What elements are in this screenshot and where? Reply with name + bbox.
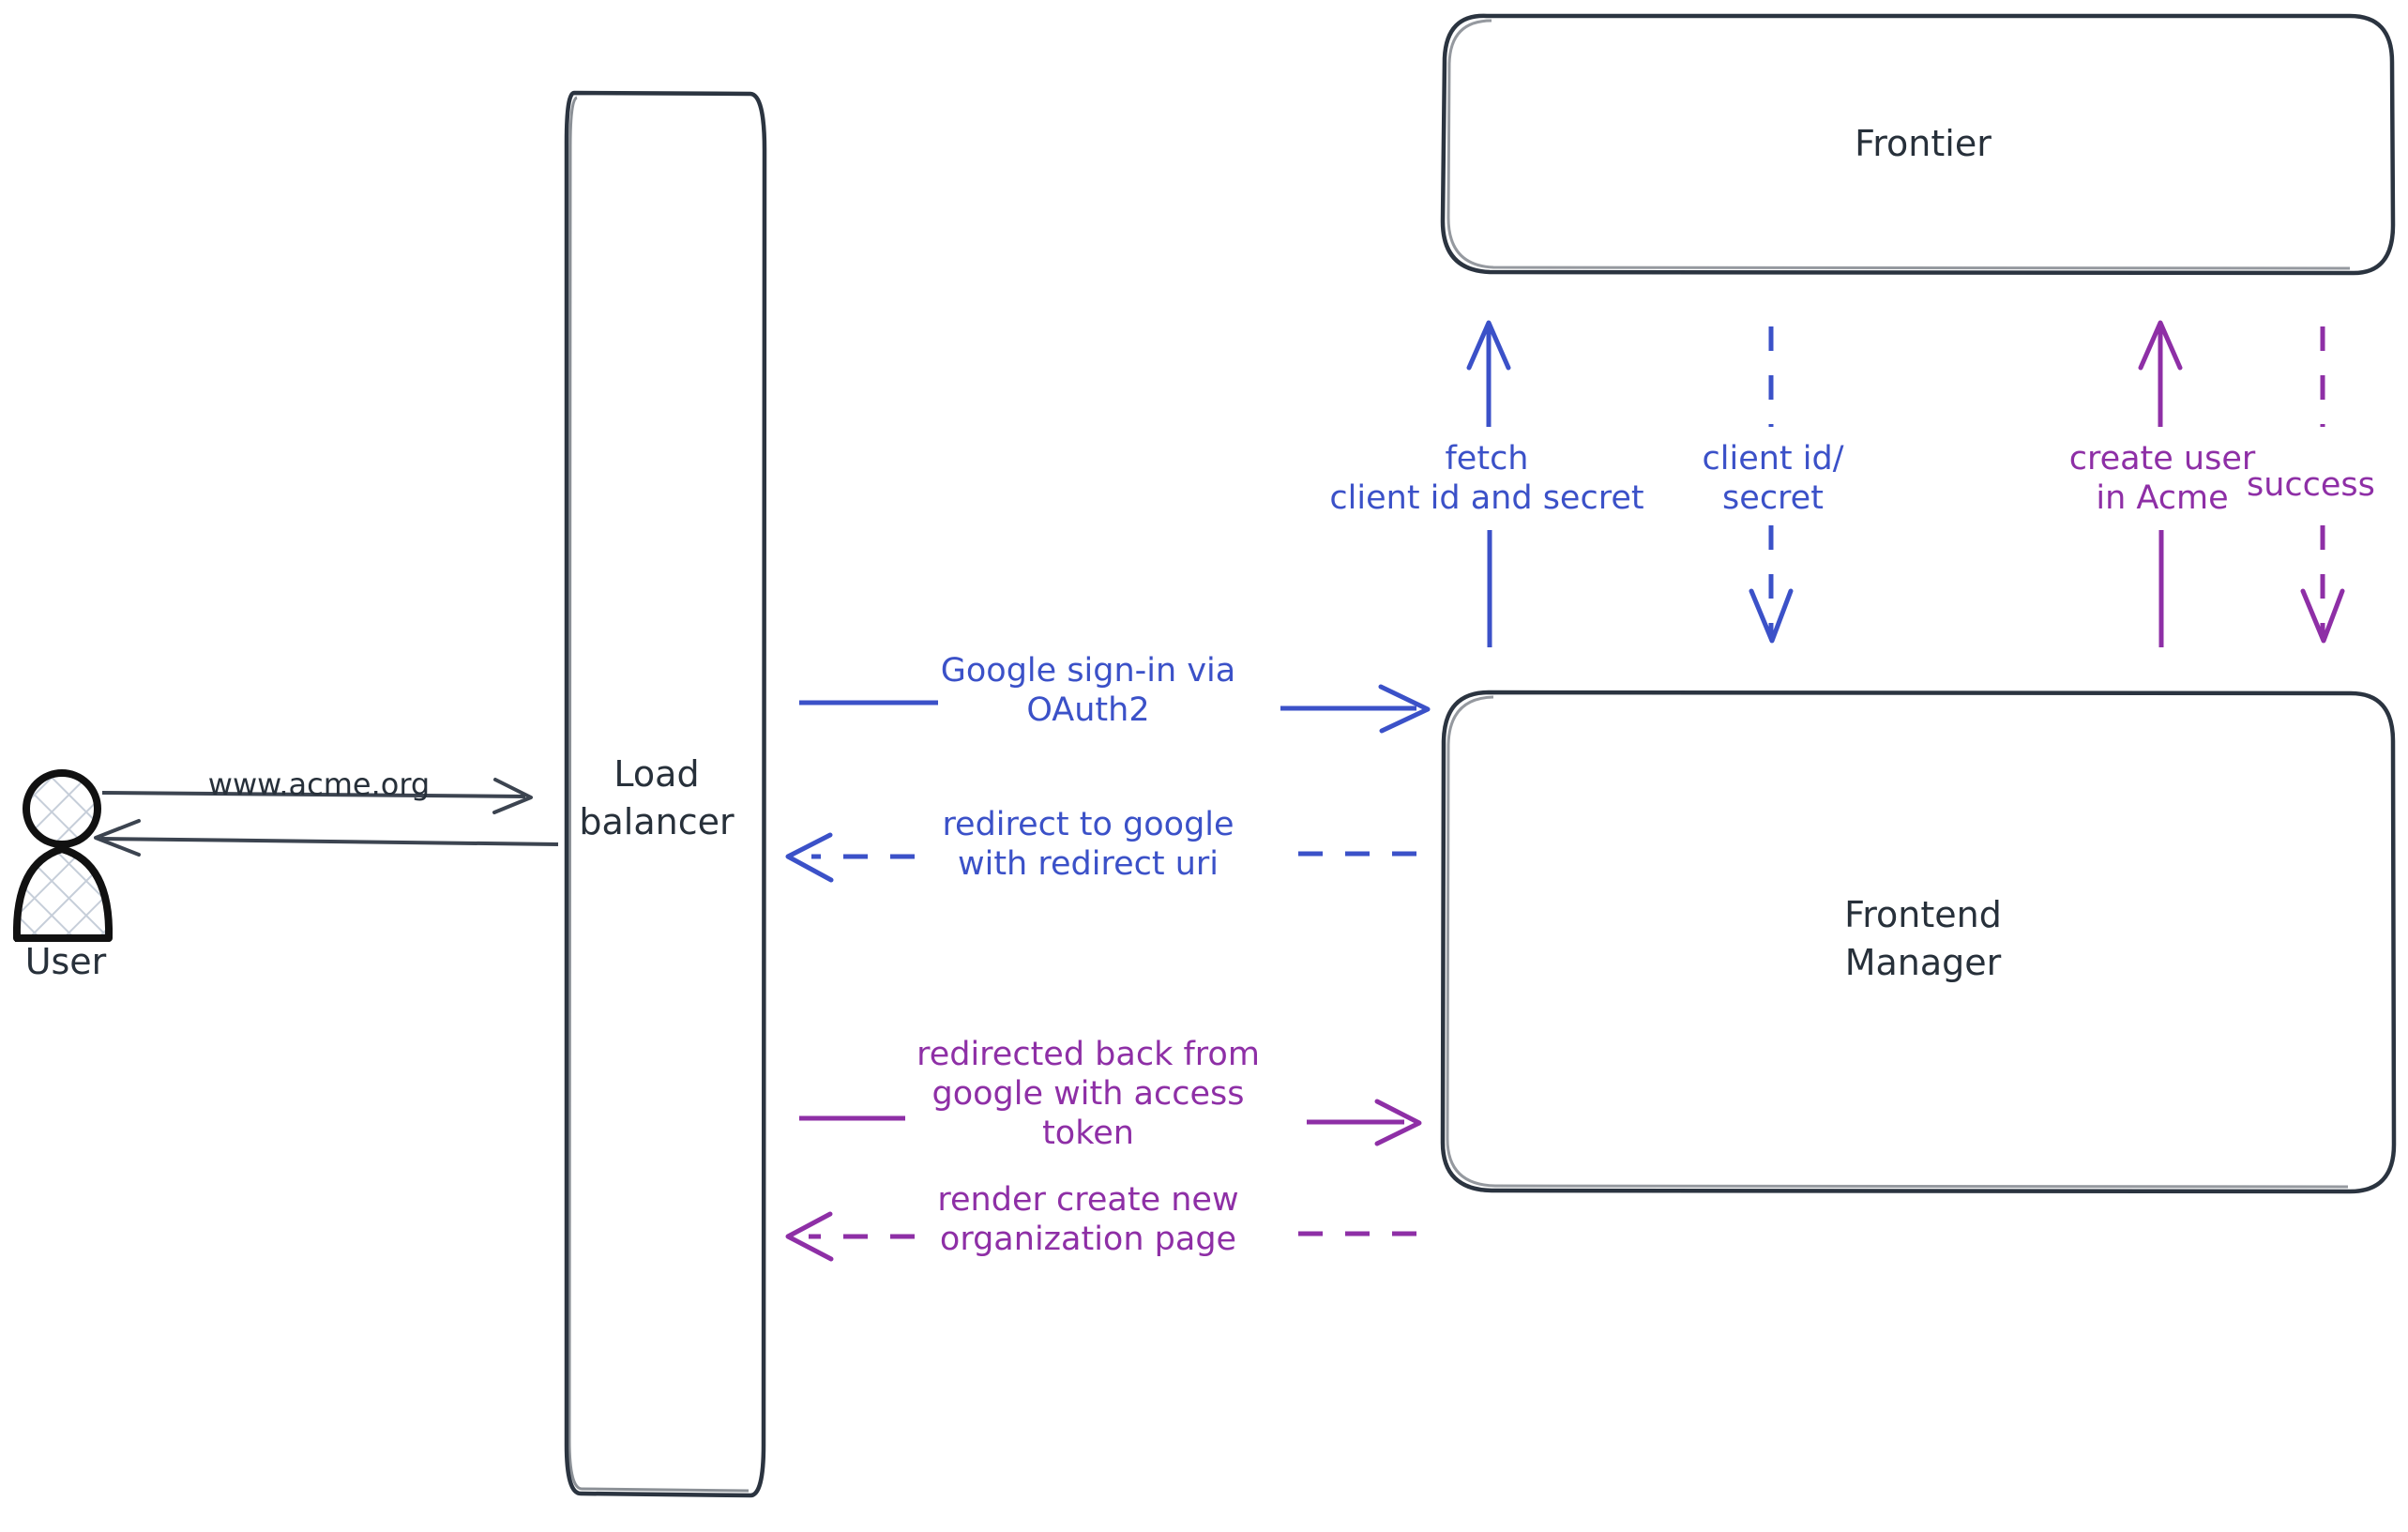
edge-redirect-to-google	[785, 832, 1416, 883]
node-user-actor[interactable]	[12, 769, 114, 942]
node-frontier[interactable]	[1440, 13, 2396, 276]
edge-render-create-organization	[785, 1211, 1416, 1262]
edge-google-signin-oauth2	[799, 684, 1431, 734]
edge-www-acme-org	[101, 778, 533, 814]
edge-redirected-back-from-google	[799, 1099, 1422, 1146]
edge-fetch-client-id-secret	[1466, 320, 1511, 647]
edge-success-response	[2300, 326, 2345, 644]
edge-create-user-in-acme	[2138, 320, 2183, 647]
node-load-balancer[interactable]	[564, 90, 767, 1498]
edge-response-to-user	[94, 819, 559, 857]
node-frontend-manager[interactable]	[1440, 690, 2397, 1194]
edge-client-id-secret-response	[1749, 326, 1794, 644]
